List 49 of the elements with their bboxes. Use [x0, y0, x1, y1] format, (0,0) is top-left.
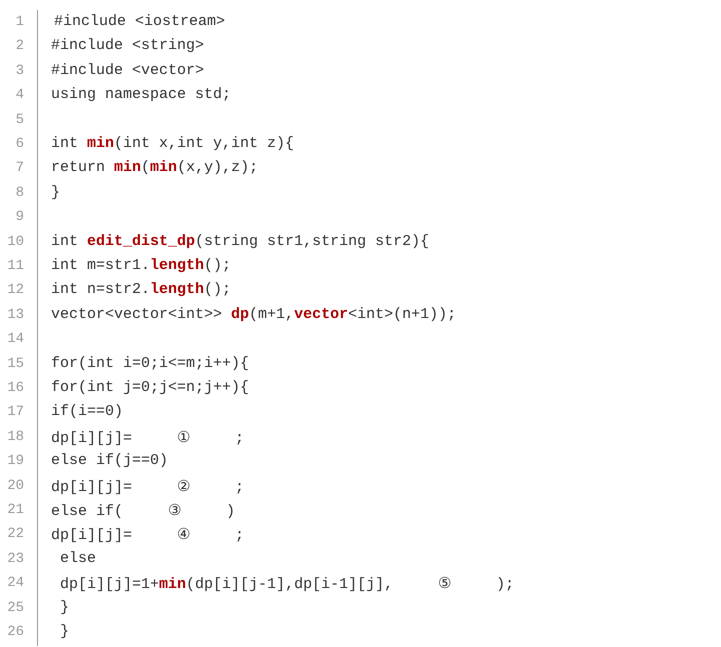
line-number: 22	[6, 526, 24, 542]
line-number: 19	[6, 453, 24, 470]
code-line: else if(j==0)	[51, 452, 168, 470]
line-number: 5	[14, 112, 24, 128]
line-number: 21	[6, 502, 24, 518]
line-number: 11	[6, 258, 24, 274]
line-number: 15	[6, 356, 24, 372]
code-line: #include <string>	[51, 37, 204, 54]
code-line: #include <vector>	[51, 62, 204, 79]
line-number: 24	[6, 575, 24, 592]
code-line: dp[i][j]= ④ ;	[51, 526, 244, 544]
code-line: }	[60, 623, 70, 640]
line-number: 17	[6, 404, 24, 420]
line-number: 2	[14, 38, 24, 54]
line-number: 9	[14, 209, 24, 226]
code-line: for(int j=0;j<=n;j++){	[51, 379, 250, 396]
code-line: else	[60, 550, 96, 567]
line-number: 8	[14, 184, 24, 201]
line-number: 13	[6, 306, 24, 323]
code-line: if(i==0)	[51, 403, 124, 420]
code-line: return min(min(x,y),z);	[51, 159, 258, 176]
line-number: 25	[6, 600, 24, 616]
line-number: 16	[6, 380, 24, 396]
code-line: else if( ③ )	[51, 502, 236, 520]
line-number: 4	[14, 87, 24, 104]
line-number: 20	[6, 478, 24, 494]
code-line: using namespace std;	[51, 86, 232, 104]
code-line: int n=str2.length();	[51, 281, 232, 298]
line-number: 7	[14, 160, 24, 176]
line-number: 12	[6, 282, 24, 298]
line-number: 1	[14, 14, 24, 30]
line-number: 14	[6, 331, 24, 348]
code-line: dp[i][j]= ② ;	[51, 478, 244, 496]
code-line: int edit_dist_dp(string str1,string str2){	[51, 232, 430, 250]
code-line: vector<vector<int>> dp(m+1,vector<int>(n+1));	[51, 306, 456, 323]
line-number: 10	[6, 234, 24, 250]
code-line: dp[i][j]= ① ;	[51, 428, 244, 447]
code-line: }	[60, 598, 70, 616]
line-number: 26	[6, 624, 24, 640]
code-line: dp[i][j]=1+min(dp[i][j-1],dp[i-1][j], ⑤ );	[60, 575, 514, 594]
line-number: 6	[14, 136, 24, 152]
code-line: }	[51, 184, 60, 201]
code-line: int m=str1.length();	[51, 257, 232, 274]
code-line: #include <iostream>	[54, 13, 226, 30]
code-line: int min(int x,int y,int z){	[51, 135, 294, 152]
line-number: 23	[6, 550, 24, 567]
line-number: 3	[14, 62, 24, 79]
line-number: 18	[6, 428, 24, 445]
code-line: for(int i=0;i<=m;i++){	[51, 354, 250, 372]
